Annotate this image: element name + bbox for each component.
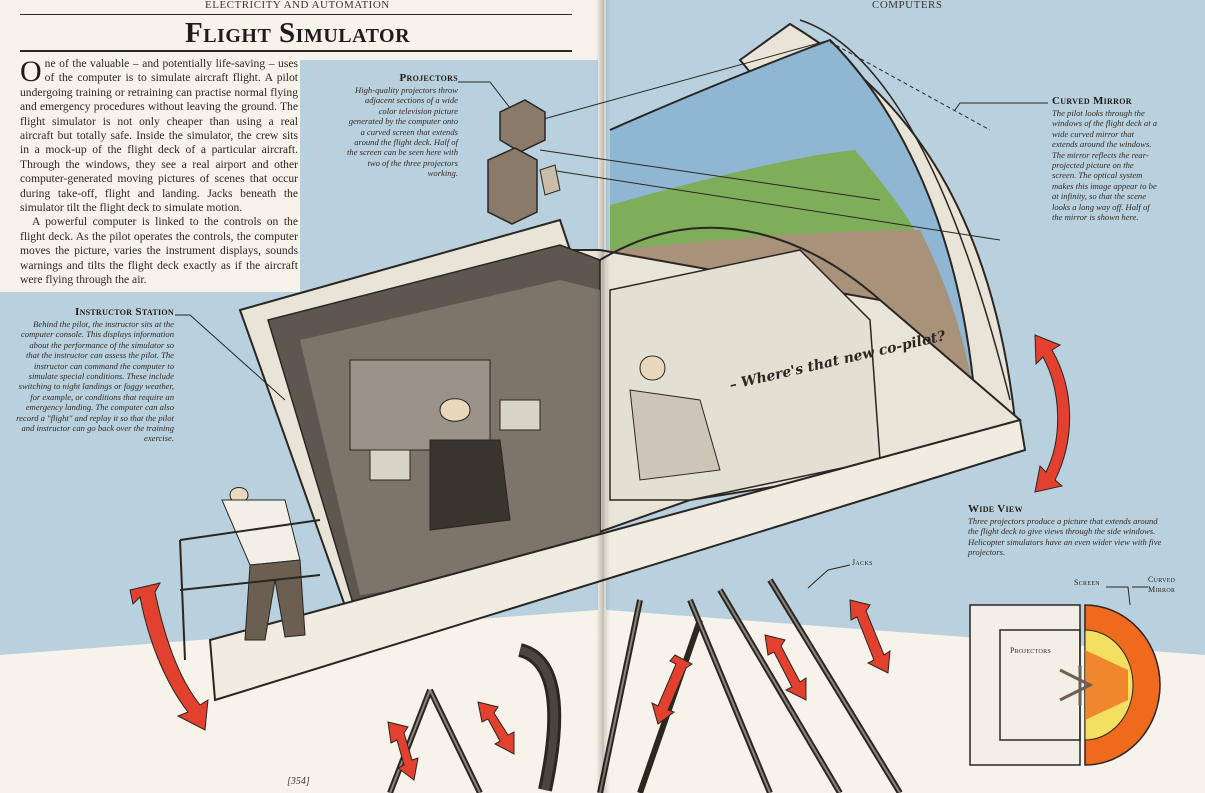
- hydraulic-hose-inner: [518, 646, 559, 791]
- body-paragraph-1-text: ne of the valuable – and potentially lif…: [20, 57, 298, 215]
- page-number: [354]: [287, 776, 310, 787]
- leader-lines: [175, 81, 1048, 589]
- label-curved: Curved: [1148, 575, 1176, 584]
- caption-projectors: Projectors High-quality projectors throw…: [346, 72, 458, 179]
- running-head-right: COMPUTERS: [872, 0, 943, 11]
- title-rule-bottom: [20, 50, 572, 52]
- caption-projectors-text: High-quality projectors throw adjacent s…: [346, 85, 458, 179]
- projector-beam: [539, 39, 1001, 241]
- caption-curved-mirror: Curved Mirror The pilot looks through th…: [1052, 95, 1160, 222]
- label-projectors-small: Projectors: [1010, 646, 1052, 655]
- motion-arrows: [129, 334, 1071, 781]
- caption-instructor-station-text: Behind the pilot, the instructor sits at…: [16, 319, 174, 444]
- body-paragraph-2: A powerful computer is linked to the con…: [20, 215, 298, 287]
- caption-wide-view: Wide View Three projectors produce a pic…: [968, 503, 1168, 558]
- curved-mirror-inner: [799, 19, 1011, 401]
- title-rule-top: [20, 14, 572, 15]
- page-title: Flight Simulator: [185, 17, 411, 49]
- wide-view-diagram: [969, 586, 1161, 766]
- jacks-highlight: [389, 579, 901, 793]
- dropcap: O: [20, 55, 42, 88]
- caption-projectors-heading: Projectors: [399, 72, 458, 84]
- label-jacks: Jacks: [852, 558, 873, 567]
- caption-wide-view-heading: Wide View: [968, 503, 1023, 515]
- caption-instructor-station-heading: Instructor Station: [74, 306, 174, 318]
- projector-boxes: [487, 99, 561, 225]
- simulator-cabin: [208, 218, 1027, 702]
- screen-frame: [609, 38, 976, 401]
- caption-wide-view-text: Three projectors produce a picture that …: [968, 516, 1162, 558]
- caption-curved-mirror-text: The pilot looks through the windows of t…: [1052, 108, 1158, 223]
- text-panel: [0, 0, 598, 292]
- dashed-line: [829, 41, 991, 131]
- running-head-left: ELECTRICITY AND AUTOMATION: [205, 0, 390, 11]
- caption-instructor-station: Instructor Station Behind the pilot, the…: [16, 306, 174, 444]
- technician-figure: [179, 487, 321, 661]
- label-screen: Screen: [1074, 578, 1100, 587]
- label-mirror: Mirror: [1148, 585, 1176, 594]
- caption-curved-mirror-heading: Curved Mirror: [1052, 95, 1132, 107]
